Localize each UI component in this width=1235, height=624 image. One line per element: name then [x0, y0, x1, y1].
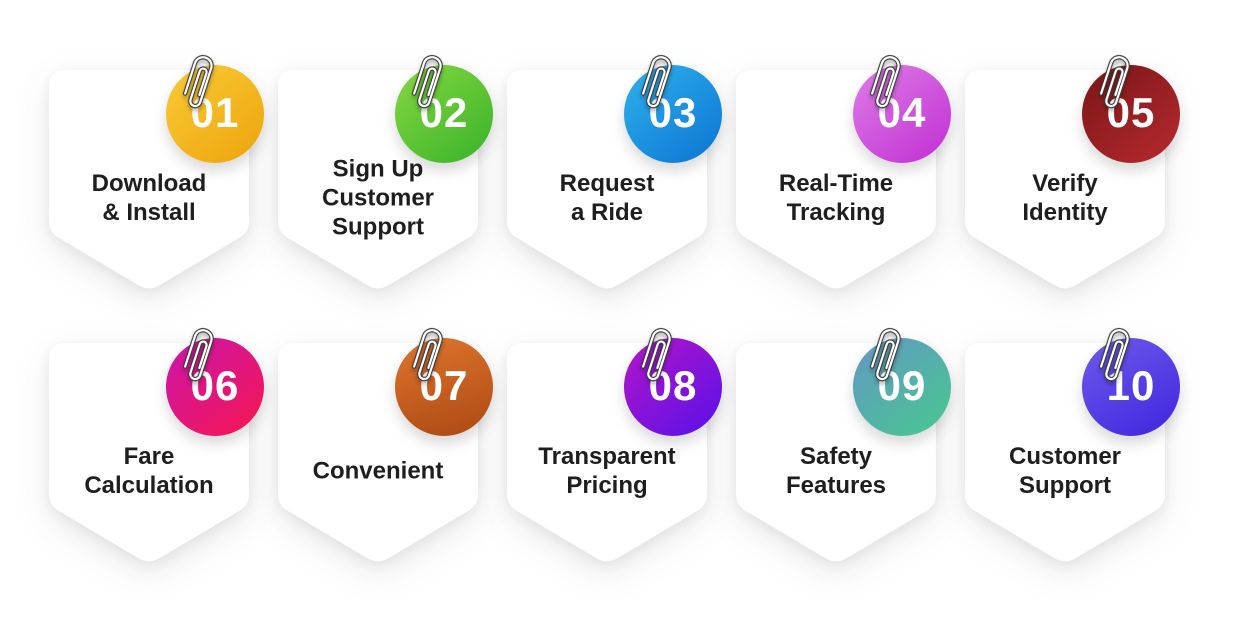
step-title: Customer Support [1008, 443, 1122, 499]
step-number: 02 [419, 89, 469, 136]
step-title: Sign Up Customer Support [321, 155, 435, 241]
steps-row-1: 01 Download & Install 02 Sign Up Custome… [49, 55, 1180, 292]
step-number-badge: 02 [395, 65, 493, 163]
step-card-05: 05 Verify Identity [965, 55, 1180, 292]
step-card-09: 09 Safety Features [736, 328, 951, 565]
paperclip-icon [182, 328, 214, 382]
step-number: 03 [648, 89, 698, 136]
step-title: Transparent Pricing [538, 443, 676, 499]
step-number: 09 [877, 362, 927, 409]
step-number: 07 [419, 362, 469, 409]
paperclip-icon [411, 328, 443, 382]
paperclip-icon [182, 55, 214, 109]
step-number-badge: 04 [853, 65, 951, 163]
step-number: 06 [190, 362, 240, 409]
paperclip-icon [869, 328, 901, 382]
paperclip-icon [1098, 55, 1130, 109]
paperclip-icon [869, 55, 901, 109]
step-number-badge: 07 [395, 338, 493, 436]
step-card-10: 10 Customer Support [965, 328, 1180, 565]
step-number: 10 [1106, 362, 1156, 409]
step-card-07: 07 Convenient [278, 328, 493, 565]
step-number-badge: 05 [1082, 65, 1180, 163]
step-title: Verify Identity [1022, 170, 1108, 226]
steps-row-2: 06 Fare Calculation 07 Convenient 08 [49, 328, 1180, 565]
step-number-badge: 06 [166, 338, 264, 436]
step-title: Download & Install [91, 170, 207, 226]
step-title: Request a Ride [559, 170, 655, 226]
step-title: Fare Calculation [84, 443, 214, 499]
steps-grid: 01 Download & Install 02 Sign Up Custome… [49, 55, 1180, 565]
step-card-06: 06 Fare Calculation [49, 328, 264, 565]
step-card-02: 02 Sign Up Customer Support [278, 55, 493, 292]
step-title: Safety Features [785, 443, 887, 499]
step-number: 05 [1106, 89, 1156, 136]
step-card-01: 01 Download & Install [49, 55, 264, 292]
step-number-badge: 01 [166, 65, 264, 163]
step-card-04: 04 Real-Time Tracking [736, 55, 951, 292]
step-number-badge: 03 [624, 65, 722, 163]
paperclip-icon [411, 55, 443, 109]
step-card-08: 08 Transparent Pricing [507, 328, 722, 565]
step-title: Real-Time Tracking [778, 170, 894, 226]
step-number: 01 [190, 89, 240, 136]
step-number-badge: 09 [853, 338, 951, 436]
step-number-badge: 08 [624, 338, 722, 436]
step-card-03: 03 Request a Ride [507, 55, 722, 292]
paperclip-icon [640, 328, 672, 382]
step-number: 04 [877, 89, 927, 136]
step-number-badge: 10 [1082, 338, 1180, 436]
step-title: Convenient [312, 457, 444, 485]
step-number: 08 [648, 362, 698, 409]
paperclip-icon [1098, 328, 1130, 382]
paperclip-icon [640, 55, 672, 109]
